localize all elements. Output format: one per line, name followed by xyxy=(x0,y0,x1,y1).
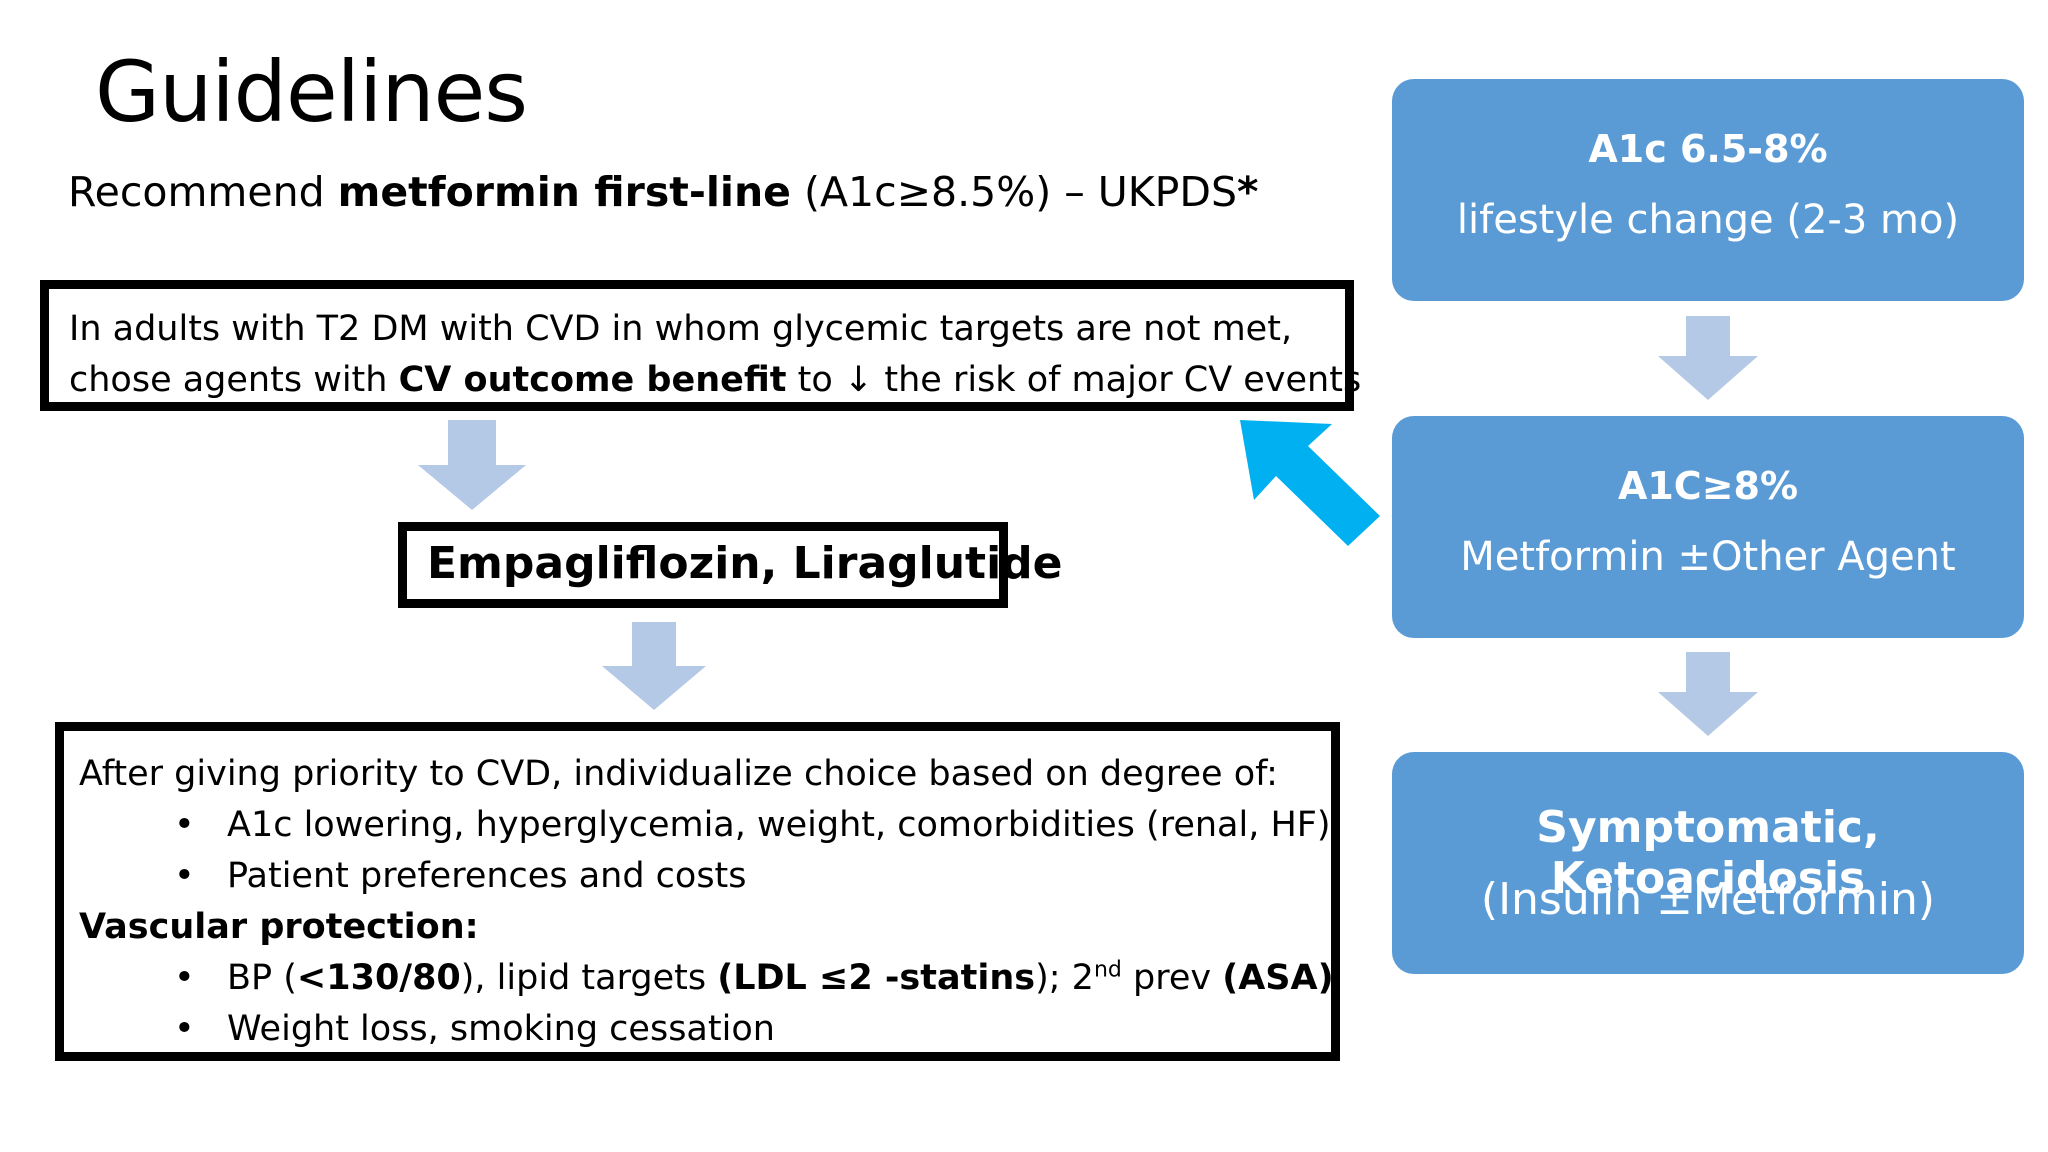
bullet: • xyxy=(174,1009,195,1049)
down-arrow-1 xyxy=(418,420,526,510)
vascular-heading-text: Vascular protection: xyxy=(79,907,479,947)
cvd-line-1: In adults with T2 DM with CVD in whom gl… xyxy=(69,309,1293,349)
bp-pre: BP ( xyxy=(227,958,297,998)
bullet: • xyxy=(174,805,195,845)
cvd-recommendation-box: In adults with T2 DM with CVD in whom gl… xyxy=(40,280,1361,411)
down-arrow-2 xyxy=(602,622,706,710)
vascular-heading: Vascular protection: xyxy=(79,902,1316,953)
list-item-text: Weight loss, smoking cessation xyxy=(227,1009,775,1049)
bullet: • xyxy=(174,958,195,998)
list-item: • Weight loss, smoking cessation xyxy=(79,1004,1316,1055)
list-item-text: BP (<130/80), lipid targets (LDL ≤2 -sta… xyxy=(227,958,1334,998)
bullet: • xyxy=(174,856,195,896)
down-arrow-3 xyxy=(1658,316,1758,400)
flow-box-detail: lifestyle change (2-3 mo) xyxy=(1456,197,1960,243)
flow-box-metformin: A1C≥8% Metformin ±Other Agent xyxy=(1392,416,2024,638)
subtitle-suffix: (A1c≥8.5%) – UKPDS xyxy=(790,168,1237,216)
list-item: • A1c lowering, hyperglycemia, weight, co… xyxy=(79,800,1331,851)
list-item-text: A1c lowering, hyperglycemia, weight, com… xyxy=(227,805,1331,845)
page-title: Guidelines xyxy=(95,43,528,141)
subtitle-star: * xyxy=(1236,168,1259,216)
list-item: • BP (<130/80), lipid targets (LDL ≤2 -st… xyxy=(79,953,1334,1004)
flow-box-heading: A1c 6.5-8% xyxy=(1588,127,1828,171)
flow-box-heading: Symptomatic, Ketoacidosis xyxy=(1536,802,1880,904)
bp-mid: ), lipid targets xyxy=(460,958,718,998)
agents-box: Empagliflozin, Liraglutide xyxy=(398,522,1063,608)
callout-arrow xyxy=(1240,420,1380,546)
flow-box-lifestyle: A1c 6.5-8% lifestyle change (2-3 mo) xyxy=(1392,79,2024,301)
subtitle: Recommend metformin first-line (A1c≥8.5%… xyxy=(68,168,1258,217)
individualize-intro: After giving priority to CVD, individual… xyxy=(79,754,1278,794)
list-item: • Patient preferences and costs xyxy=(79,851,1316,902)
flow-box-detail: Metformin ±Other Agent xyxy=(1460,534,1956,580)
superscript: nd xyxy=(1093,957,1122,983)
flow-box-insulin: Symptomatic, Ketoacidosis (Insulin ±Metf… xyxy=(1392,752,2024,974)
subtitle-bold: metformin first-line xyxy=(337,168,791,216)
subtitle-prefix: Recommend xyxy=(68,168,338,216)
bp-target: <130/80 xyxy=(296,958,461,998)
cvd-line-2-suffix: to ↓ the risk of major CV events xyxy=(786,360,1362,400)
lipid-after: ); 2 xyxy=(1035,958,1094,998)
prev-text: prev xyxy=(1121,958,1223,998)
list-item-text: Patient preferences and costs xyxy=(227,856,747,896)
down-arrow-4 xyxy=(1658,652,1758,736)
flow-box-detail: (Insulin ±Metformin) xyxy=(1480,874,1936,925)
cvd-line-2-prefix: chose agents with xyxy=(69,360,399,400)
cvd-line-2-bold: CV outcome benefit xyxy=(398,360,787,400)
asa-text: (ASA) xyxy=(1222,958,1334,998)
flow-box-heading: A1C≥8% xyxy=(1617,464,1799,508)
lipid-target: (LDL ≤2 -statins xyxy=(717,958,1036,998)
cvd-line-2: chose agents with CV outcome benefit to … xyxy=(69,355,1361,406)
individualize-box: After giving priority to CVD, individual… xyxy=(55,722,1340,1061)
